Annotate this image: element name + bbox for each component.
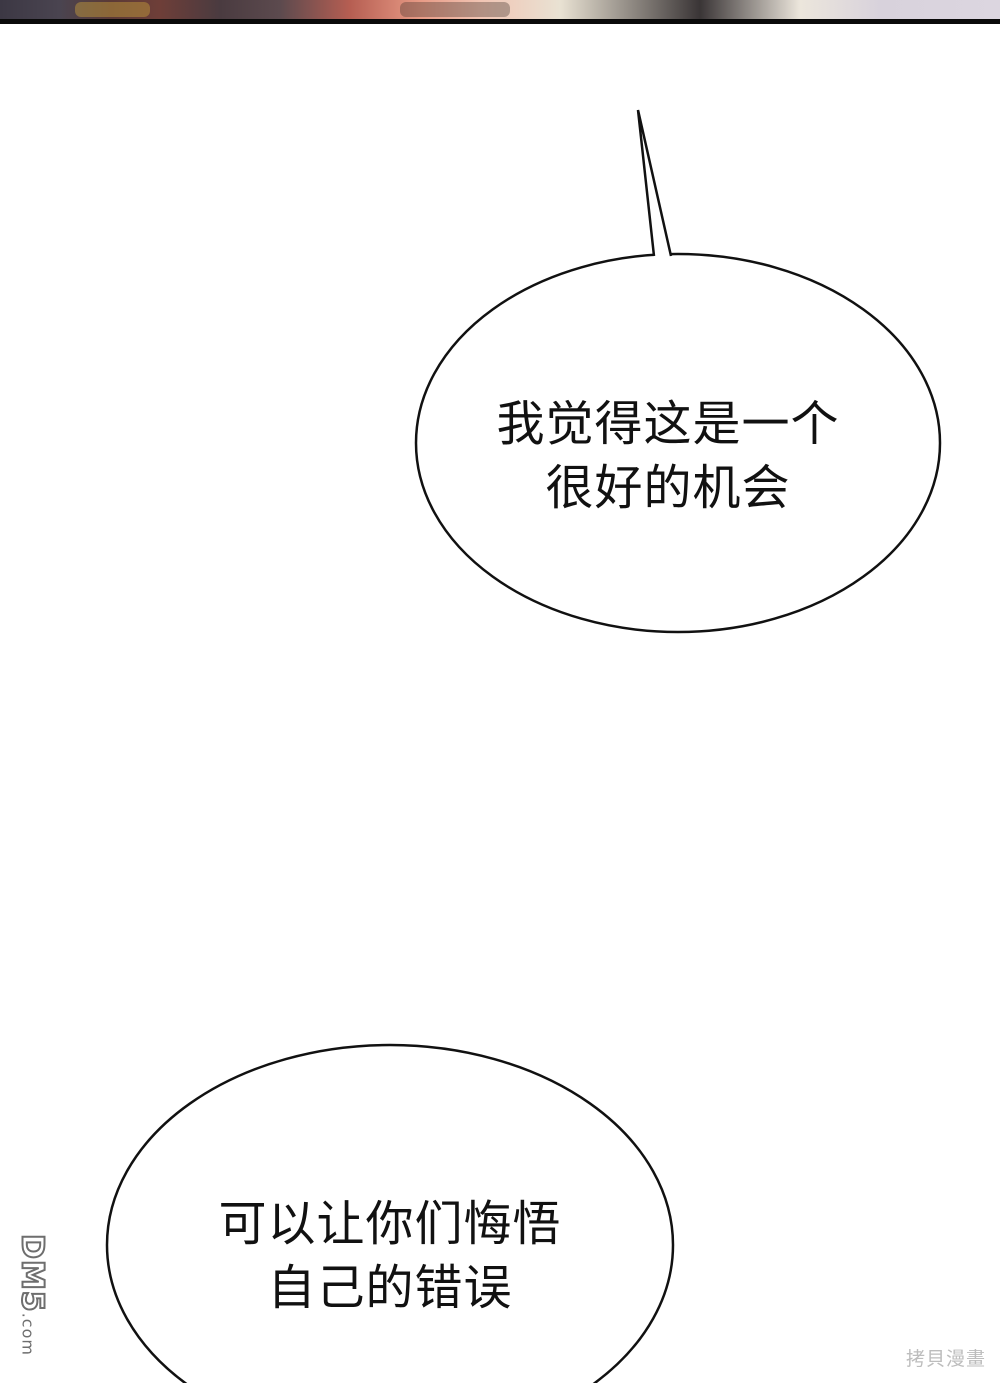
ornament-pattern xyxy=(400,2,510,17)
speech-bubble-1-shape xyxy=(414,252,942,634)
panel-border xyxy=(0,19,1000,24)
speech-bubble-2-text: 可以让你们悔悟 自己的错误 xyxy=(200,1192,580,1320)
speech-bubble-1-text: 我觉得这是一个 很好的机会 xyxy=(478,392,858,520)
bubble-1-line-1: 我觉得这是一个 xyxy=(496,396,840,452)
dm5-logo: DM5.com xyxy=(14,1233,51,1356)
ornament-pattern xyxy=(75,2,150,17)
bubble-1-line-2: 很好的机会 xyxy=(545,460,791,516)
dm5-logo-main: DM5 xyxy=(14,1233,51,1314)
dm5-watermark: DM5.com xyxy=(10,1225,54,1365)
bubble-2-line-2: 自己的错误 xyxy=(267,1260,513,1316)
bubble-2-line-1: 可以让你们悔悟 xyxy=(218,1196,562,1252)
speech-bubble-2-shape xyxy=(105,1043,675,1383)
copy-manga-watermark: 拷貝漫畫 xyxy=(905,1348,986,1370)
top-artwork-strip xyxy=(0,0,1000,19)
dm5-logo-suffix: .com xyxy=(18,1312,38,1356)
speech-bubble-1-tail xyxy=(636,109,673,257)
